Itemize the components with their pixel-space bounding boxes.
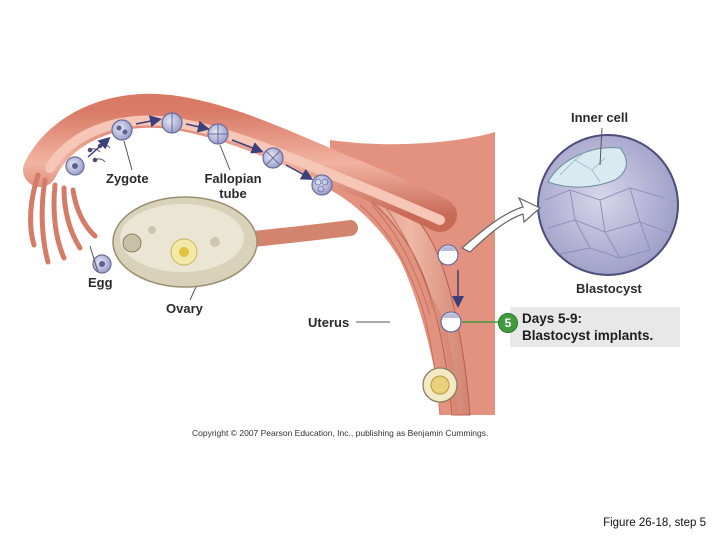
ruptured-follicle <box>122 233 142 253</box>
callout-line-description: Blastocyst implants. <box>522 328 654 343</box>
follicle <box>148 226 156 234</box>
ovarian-ligament <box>237 220 358 248</box>
fimbriae <box>28 172 98 265</box>
egg-in-tube <box>65 156 85 176</box>
four-cell-stage <box>207 123 229 145</box>
egg-label: Egg <box>88 275 113 290</box>
follicle <box>210 237 220 247</box>
fallopian-tube-label: Fallopian tube <box>198 171 268 201</box>
inner-cell-label: Inner cell <box>571 110 629 125</box>
copyright-notice: Copyright © 2007 Pearson Education, Inc.… <box>192 428 489 438</box>
two-cell-stage <box>161 112 183 134</box>
ovary-label: Ovary <box>166 301 203 316</box>
movement-arrows <box>87 115 464 308</box>
fallopian-tube-label-line1: Fallopian <box>204 171 262 186</box>
ovary <box>112 196 258 288</box>
follicle-oocyte <box>179 247 189 257</box>
fallopian-tube <box>23 93 457 232</box>
egg-cell <box>92 254 112 274</box>
zygote-cell <box>111 119 133 141</box>
blastocyst-label: Blastocyst <box>576 281 642 296</box>
enlargement-arrow <box>460 196 542 253</box>
blastocyst-enlargement <box>537 127 679 276</box>
uterus-body <box>330 132 495 416</box>
morula <box>311 174 333 196</box>
callout-line-days: Days 5-9: <box>522 311 583 326</box>
zygote-label: Zygote <box>106 171 149 186</box>
implanted-embryo <box>422 367 458 403</box>
fallopian-tube-label-line2: tube <box>219 186 247 201</box>
step-callout: Days 5-9: Blastocyst implants. <box>510 307 680 347</box>
implanting-blastocyst <box>440 311 462 333</box>
uterus-label: Uterus <box>308 315 350 330</box>
figure-caption: Figure 26-18, step 5 <box>603 517 706 529</box>
step-number-badge: 5 <box>498 313 518 333</box>
leader-lines <box>89 140 390 323</box>
eight-cell-stage <box>262 147 284 169</box>
blastocyst-in-uterus <box>437 244 459 266</box>
